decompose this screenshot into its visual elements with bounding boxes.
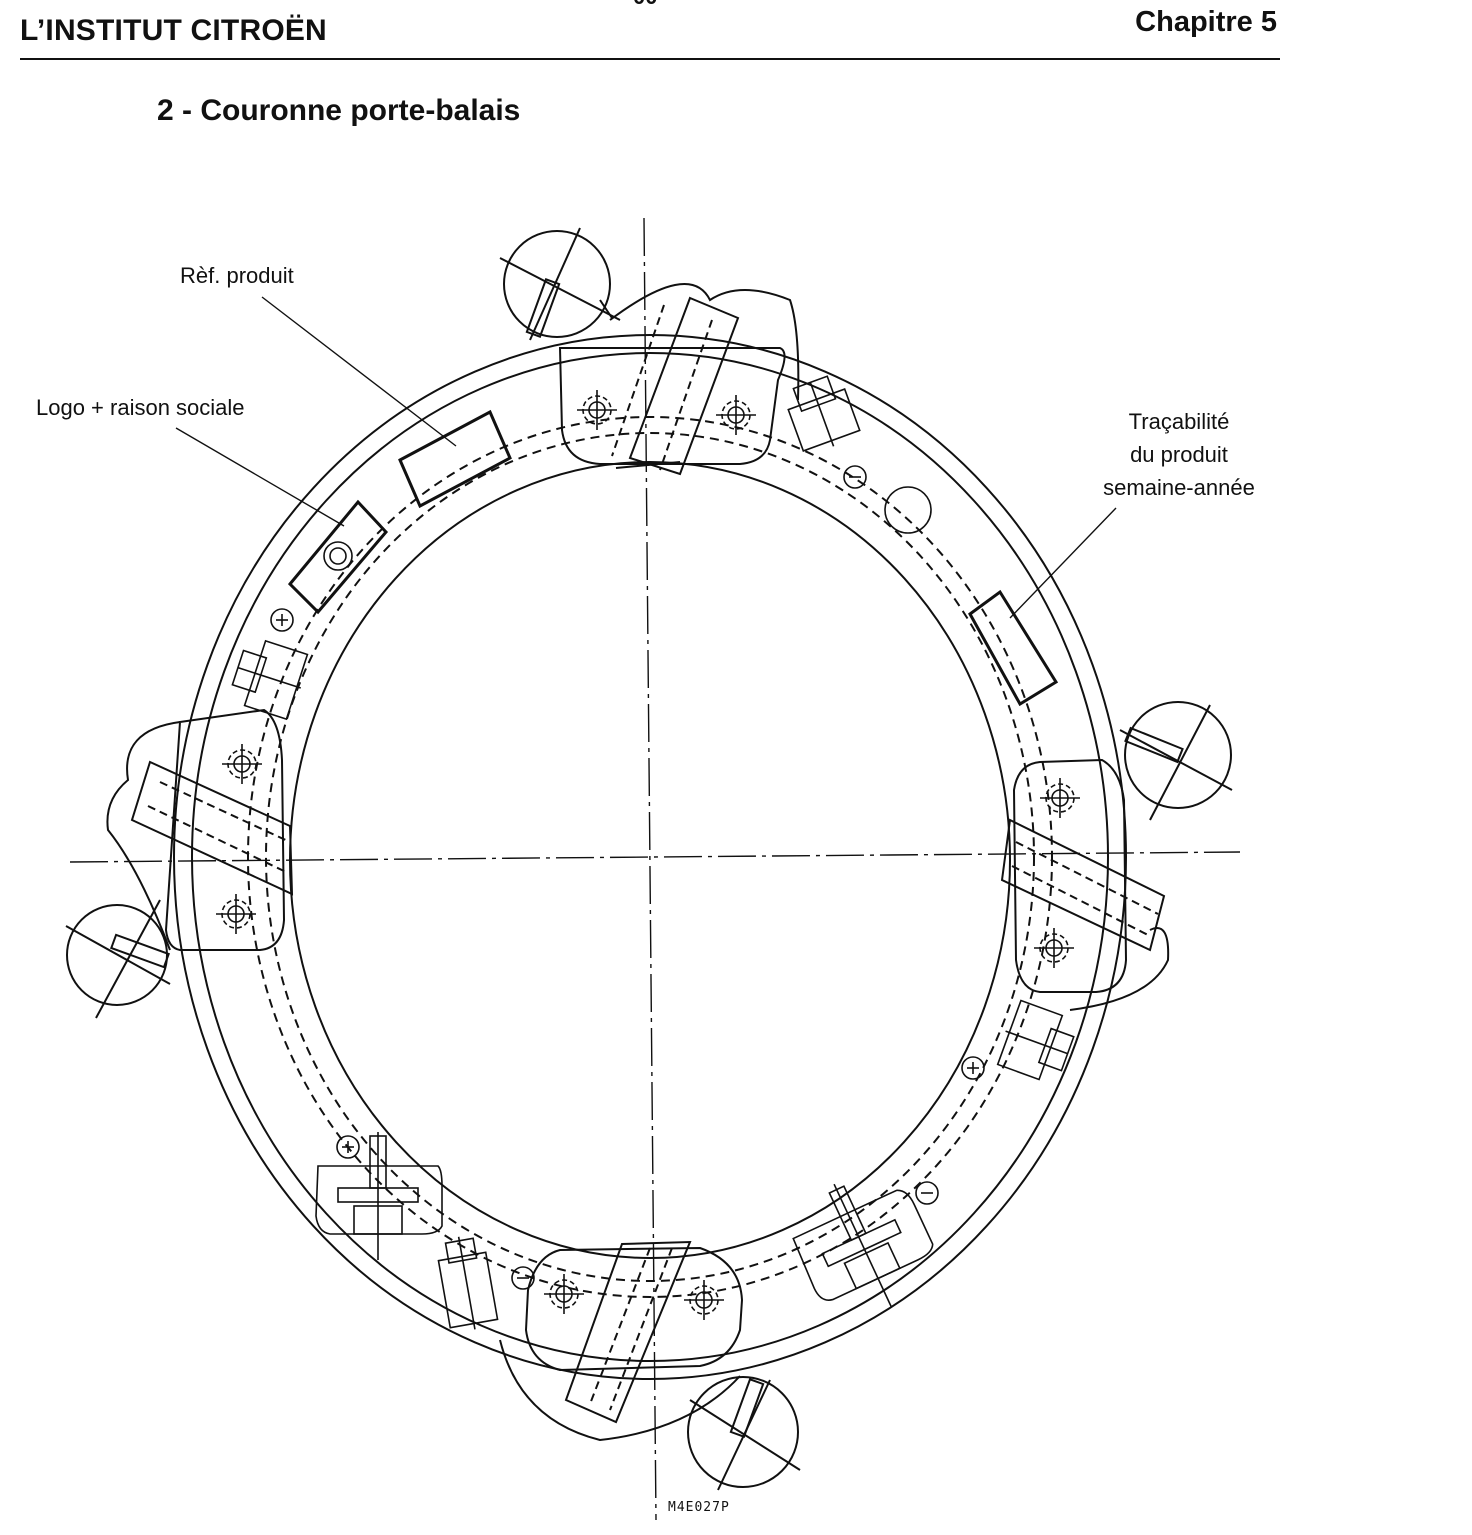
- spring-circle-top: [499, 227, 621, 341]
- callout-tracabilite-line-1: Traçabilité: [1128, 409, 1230, 434]
- spring-circle-right: [1119, 701, 1233, 821]
- callout-logo: Logo + raison sociale: [36, 395, 245, 420]
- page-number: 00: [633, 0, 657, 10]
- header-chapter: Chapitre 5: [1135, 6, 1277, 38]
- terminal-studs: [231, 375, 1075, 1330]
- tracabilite-plate: [968, 589, 1059, 707]
- ref-produit-plate: [398, 409, 512, 509]
- callout-tracabilite-line-2: du produit: [1130, 442, 1228, 467]
- polarity-markers: [270, 465, 985, 1290]
- marking-plates: [287, 409, 1059, 707]
- brush-holder-bottom: [499, 1240, 744, 1442]
- logo-plate: [287, 499, 389, 615]
- header-rule: [20, 58, 1280, 60]
- spring-circle-bottom: [687, 1376, 801, 1491]
- brush-holder-left: [106, 708, 294, 951]
- open-hole: [884, 486, 932, 534]
- drawing-code: M4E027P: [668, 1500, 730, 1515]
- leader-lines: [175, 296, 1117, 619]
- center-lines: [69, 217, 1241, 1521]
- callout-tracabilite-line-3: semaine-année: [1103, 475, 1255, 500]
- header-brand: L’INSTITUT CITROËN: [20, 14, 327, 47]
- fixing-holes: [216, 390, 1080, 1320]
- brush-holder-right: [1000, 758, 1170, 1011]
- callout-tracabilite: Traçabilité du produit semaine-année: [1084, 405, 1274, 504]
- section-title: 2 - Couronne porte-balais: [157, 94, 521, 127]
- callout-ref-produit: Rèf. produit: [180, 263, 294, 288]
- spring-circle-left: [65, 899, 171, 1019]
- brush-holder-top: [558, 283, 800, 476]
